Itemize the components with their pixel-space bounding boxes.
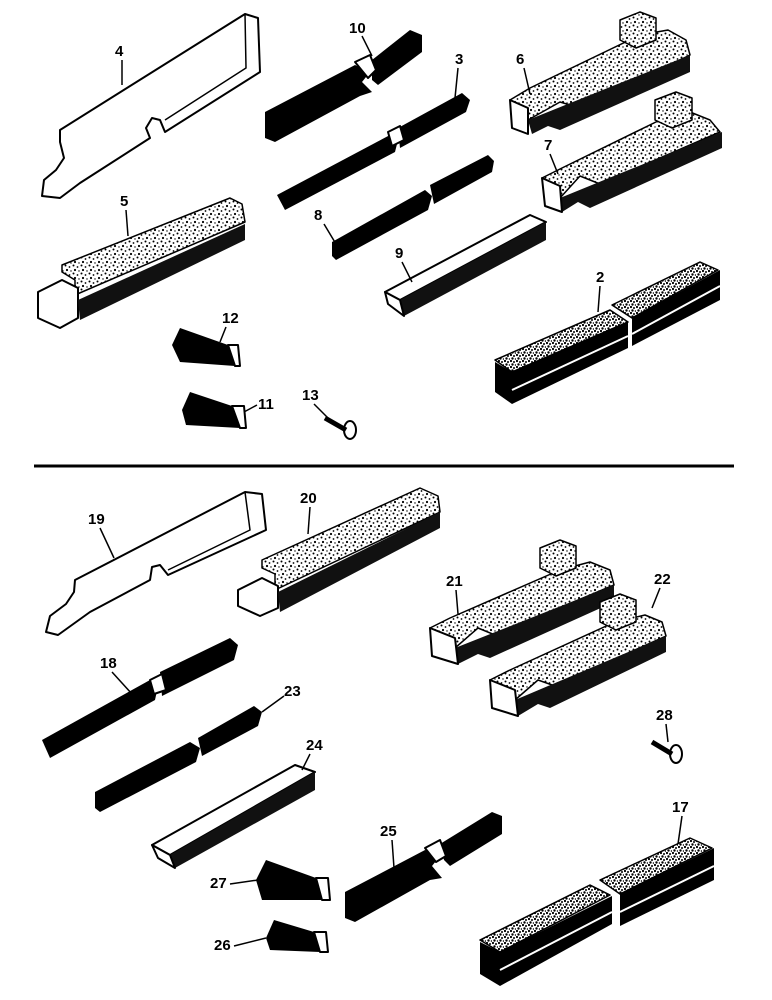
callout-21: 21 — [446, 573, 463, 615]
svg-text:9: 9 — [395, 245, 403, 262]
svg-text:13: 13 — [302, 387, 319, 404]
svg-text:22: 22 — [654, 571, 671, 588]
callout-12: 12 — [219, 310, 239, 343]
part-25-dark-block — [345, 812, 502, 922]
part-10-dark-block — [265, 30, 422, 142]
callout-27: 27 — [210, 875, 259, 892]
svg-text:6: 6 — [516, 51, 524, 68]
svg-text:26: 26 — [214, 937, 231, 954]
part-23-strip — [95, 706, 262, 812]
svg-text:4: 4 — [115, 43, 124, 60]
svg-text:20: 20 — [300, 490, 317, 507]
callout-26: 26 — [214, 937, 267, 954]
callout-24: 24 — [301, 737, 323, 771]
svg-text:3: 3 — [455, 51, 463, 68]
svg-text:25: 25 — [380, 823, 397, 840]
callout-28: 28 — [656, 707, 673, 743]
part-9-bar — [384, 214, 547, 317]
svg-text:17: 17 — [672, 799, 689, 816]
svg-text:2: 2 — [596, 269, 604, 286]
part-6-foam-block — [509, 11, 691, 135]
part-24-bar — [151, 764, 316, 869]
part-22-foam-block — [489, 593, 667, 717]
callout-3: 3 — [454, 51, 463, 99]
svg-text:12: 12 — [222, 310, 239, 327]
callout-7: 7 — [544, 137, 559, 175]
svg-text:10: 10 — [349, 20, 366, 37]
svg-text:19: 19 — [88, 511, 105, 528]
svg-text:23: 23 — [284, 683, 301, 700]
callout-11: 11 — [243, 396, 274, 413]
callout-19: 19 — [88, 511, 115, 559]
part-28-screw — [650, 739, 683, 764]
svg-text:5: 5 — [120, 193, 128, 210]
part-26-small-block — [266, 920, 329, 953]
part-2-foam-pad — [494, 261, 721, 404]
part-12-small-block — [172, 328, 241, 367]
part-20-foam-block — [237, 487, 441, 617]
part-4-plate — [41, 13, 261, 199]
callout-20: 20 — [300, 490, 317, 535]
svg-text:24: 24 — [306, 737, 323, 754]
svg-text:11: 11 — [258, 396, 274, 413]
part-7-foam-block — [541, 91, 722, 213]
callout-4: 4 — [115, 43, 124, 85]
callout-17: 17 — [672, 799, 689, 845]
part-3-dark-strip — [277, 93, 470, 210]
part-17-foam-pad — [479, 837, 715, 986]
callout-5: 5 — [120, 193, 129, 237]
svg-text:7: 7 — [544, 137, 552, 154]
part-27-small-block — [256, 860, 331, 901]
svg-text:28: 28 — [656, 707, 673, 724]
callout-18: 18 — [100, 655, 133, 695]
part-13-screw — [323, 415, 357, 440]
callout-25: 25 — [380, 823, 397, 869]
part-11-small-block — [182, 392, 247, 429]
part-19-plate — [45, 491, 267, 636]
callout-2: 2 — [596, 269, 604, 313]
part-18-dark-strip — [42, 638, 238, 758]
callout-22: 22 — [651, 571, 671, 609]
part-8-strip — [332, 155, 494, 260]
callout-9: 9 — [395, 245, 413, 283]
part-5-foam-block — [37, 197, 246, 329]
callout-6: 6 — [516, 51, 531, 95]
svg-text:8: 8 — [314, 207, 322, 224]
callout-13: 13 — [302, 387, 329, 419]
svg-text:21: 21 — [446, 573, 463, 590]
part-21-foam-block — [429, 539, 615, 665]
svg-text:27: 27 — [210, 875, 227, 892]
svg-text:18: 18 — [100, 655, 117, 672]
callout-8: 8 — [314, 207, 337, 245]
callout-23: 23 — [261, 683, 301, 713]
callout-10: 10 — [349, 20, 373, 57]
